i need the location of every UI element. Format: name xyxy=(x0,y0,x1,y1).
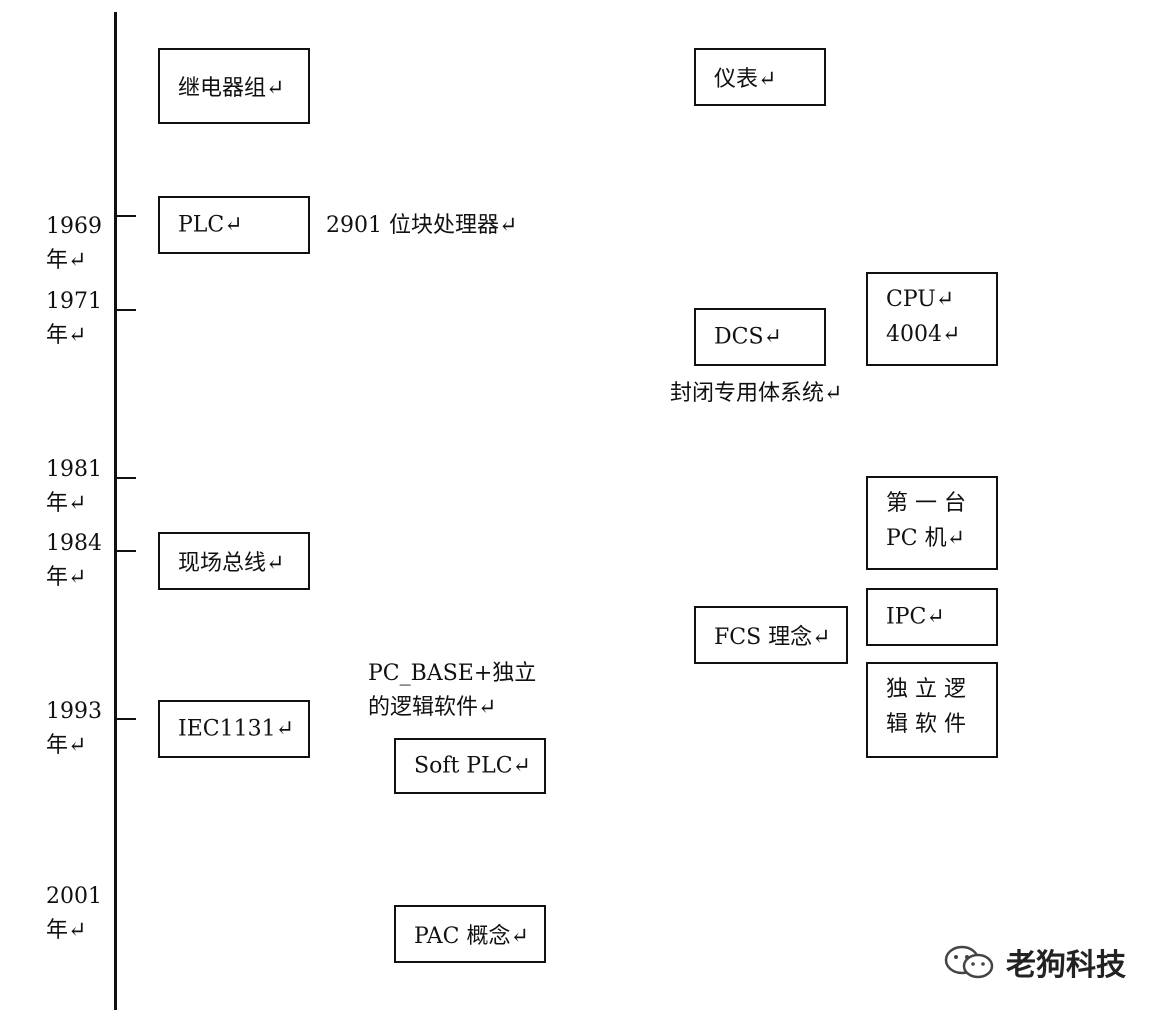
box-soft-plc: Soft PLC↵ xyxy=(394,738,546,794)
timeline-axis xyxy=(114,12,117,1010)
label-closed-system: 封闭专用体系统↵ xyxy=(670,381,843,406)
wechat-icon xyxy=(944,945,994,979)
label-pc-base: PC_BASE+独立 的逻辑软件↵ xyxy=(368,661,537,720)
tick-1971 xyxy=(116,309,136,311)
tick-1981 xyxy=(116,477,136,479)
box-first-pc: 第 一 台 PC 机↵ xyxy=(866,476,998,570)
box-iec1131-label: IEC1131↵ xyxy=(178,716,295,742)
box-relay-group-label: 继电器组↵ xyxy=(178,76,285,101)
tick-1969 xyxy=(116,215,136,217)
label-2901-processor: 2901 位块处理器↵ xyxy=(326,213,518,238)
watermark: 老狗科技 xyxy=(942,940,1126,984)
box-pac-label: PAC 概念↵ xyxy=(414,924,529,949)
box-independent-logic: 独 立 逻 辑 软 件 xyxy=(866,662,998,758)
year-1984: 1984 年↵ xyxy=(46,531,102,590)
year-1969: 1969 年↵ xyxy=(46,214,102,273)
box-dcs: DCS↵ xyxy=(694,308,826,366)
box-iec1131: IEC1131↵ xyxy=(158,700,310,758)
box-relay-group: 继电器组↵ xyxy=(158,48,310,124)
box-ipc: IPC↵ xyxy=(866,588,998,646)
box-first-pc-label: 第 一 台 PC 机↵ xyxy=(886,491,966,551)
year-1971: 1971 年↵ xyxy=(46,289,102,348)
box-independent-logic-label: 独 立 逻 辑 软 件 xyxy=(886,677,966,737)
box-instrument: 仪表↵ xyxy=(694,48,826,106)
box-dcs-label: DCS↵ xyxy=(714,324,782,350)
box-fieldbus: 现场总线↵ xyxy=(158,532,310,590)
box-fcs: FCS 理念↵ xyxy=(694,606,848,664)
box-fcs-label: FCS 理念↵ xyxy=(714,625,831,650)
watermark-text: 老狗科技 xyxy=(1006,948,1126,983)
box-plc-label: PLC↵ xyxy=(178,212,243,238)
box-cpu4004-label: CPU↵ 4004↵ xyxy=(886,287,961,347)
box-fieldbus-label: 现场总线↵ xyxy=(178,551,285,576)
year-2001: 2001 年↵ xyxy=(46,884,102,943)
box-pac: PAC 概念↵ xyxy=(394,905,546,963)
box-cpu4004: CPU↵ 4004↵ xyxy=(866,272,998,366)
box-ipc-label: IPC↵ xyxy=(886,604,945,630)
box-instrument-label: 仪表↵ xyxy=(714,67,777,92)
year-1993: 1993 年↵ xyxy=(46,699,102,758)
box-plc: PLC↵ xyxy=(158,196,310,254)
tick-1984 xyxy=(116,550,136,552)
tick-1993 xyxy=(116,718,136,720)
box-soft-plc-label: Soft PLC↵ xyxy=(414,753,531,779)
year-1981: 1981 年↵ xyxy=(46,457,102,516)
